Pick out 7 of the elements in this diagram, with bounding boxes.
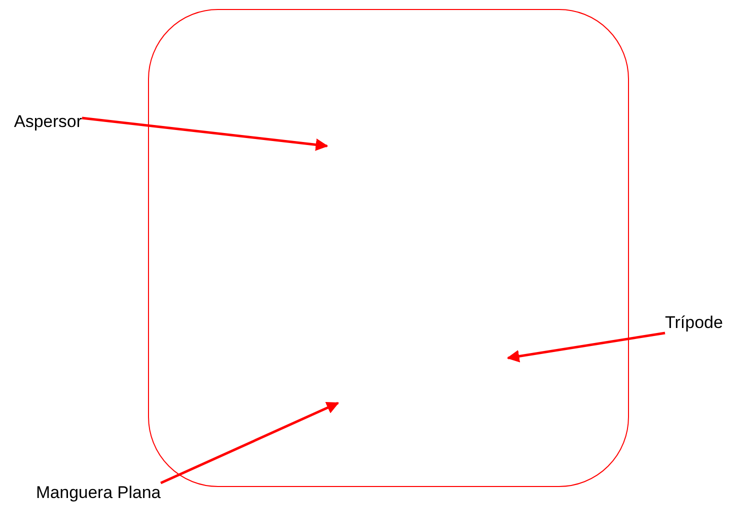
leader-arrow bbox=[506, 332, 666, 362]
part-label: Manguera Plana bbox=[36, 483, 161, 502]
part-label: Trípode bbox=[665, 313, 723, 332]
rounded-frame bbox=[148, 9, 629, 487]
leader-arrow bbox=[82, 116, 328, 151]
leader-arrow bbox=[160, 402, 340, 484]
part-label: Aspersor bbox=[14, 112, 82, 131]
